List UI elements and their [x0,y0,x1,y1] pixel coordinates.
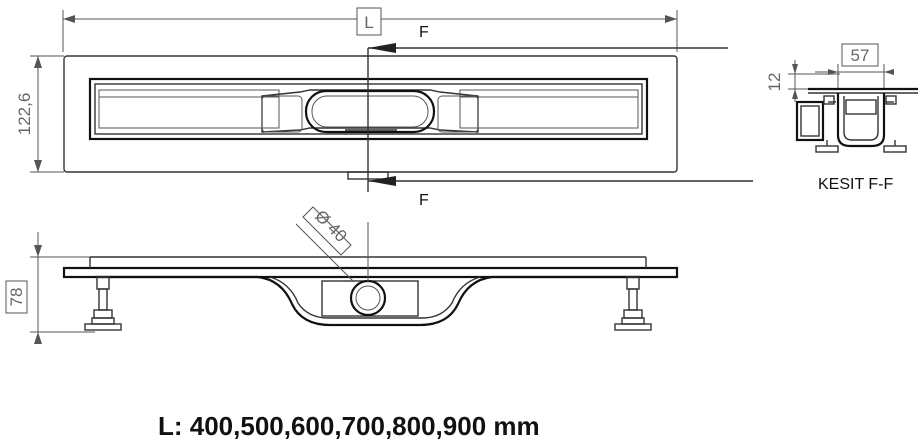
side-view: 78 Ø 40 [5,206,679,344]
depth-dimension-label: 78 [7,288,26,307]
length-dimension-box [356,7,382,36]
top-view: L 122,6 F F [15,7,753,209]
rim-dimension-label: 12 [765,73,784,92]
left-foot [84,276,122,331]
height-dimension-label: 122,6 [15,93,34,136]
right-foot [614,276,652,331]
outlet-diameter-label: Ø 40 [311,206,350,245]
section-title: KESIT F-F [818,176,893,193]
length-dimension-label: L [364,13,373,32]
depth-dimension-box [5,280,28,314]
section-marker-bottom: F [419,192,429,209]
width-dimension-label: 57 [851,46,870,65]
length-options-caption: L: 400,500,600,700,800,900 mm [158,411,540,441]
width-dimension-box [841,43,879,67]
section-marker-top: F [419,24,429,41]
section-view: 57 12 KESIT F-F [765,43,918,193]
